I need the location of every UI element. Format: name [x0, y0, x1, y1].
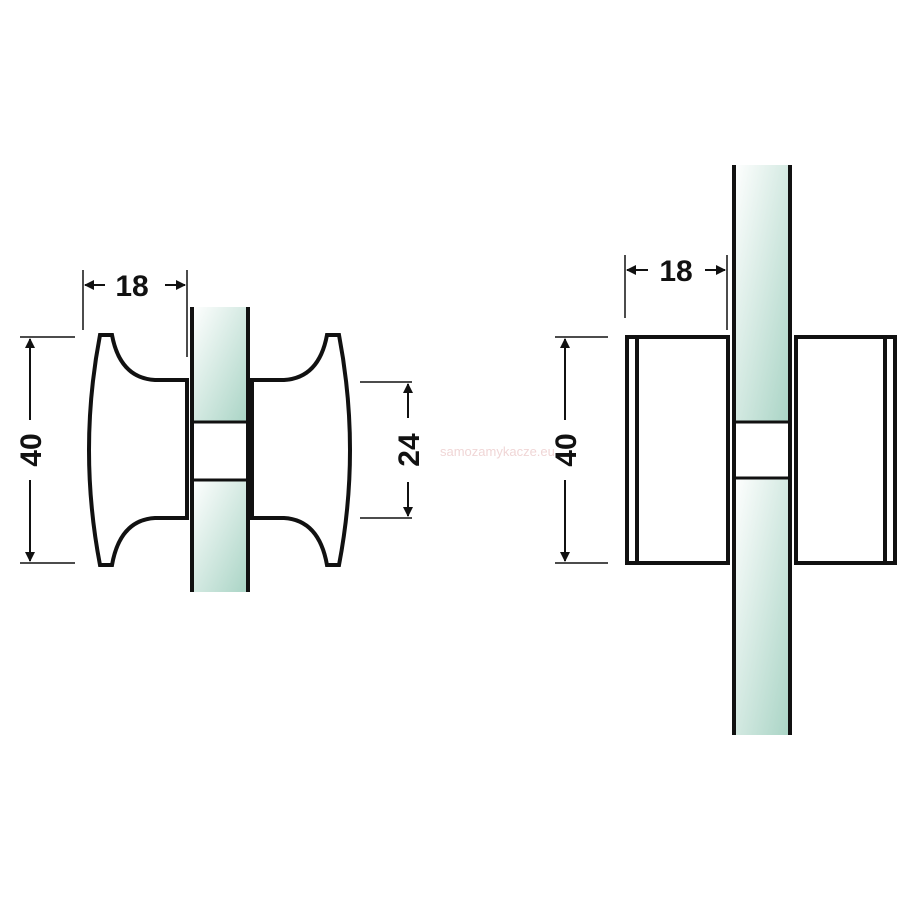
right-glass-panel — [732, 165, 792, 735]
right-extension-lines — [555, 255, 728, 564]
right-dimension-arrows — [560, 265, 726, 562]
left-extension-lines — [20, 270, 412, 564]
left-knob-drawing — [20, 270, 413, 592]
left-neck-label: 24 — [393, 433, 426, 467]
left-glass-panel — [190, 307, 250, 592]
left-cylinder — [625, 335, 730, 565]
right-cylinder — [794, 335, 897, 565]
right-knob-half — [250, 333, 352, 567]
left-height-label: 40 — [15, 433, 48, 466]
left-knob-half — [87, 333, 189, 567]
right-knob-drawing — [555, 165, 897, 735]
left-dimension-arrows — [25, 280, 413, 562]
watermark: samozamykacze.eu — [440, 444, 555, 459]
left-width-label: 18 — [115, 270, 148, 303]
right-width-label: 18 — [659, 255, 692, 288]
right-height-label: 40 — [550, 433, 583, 466]
